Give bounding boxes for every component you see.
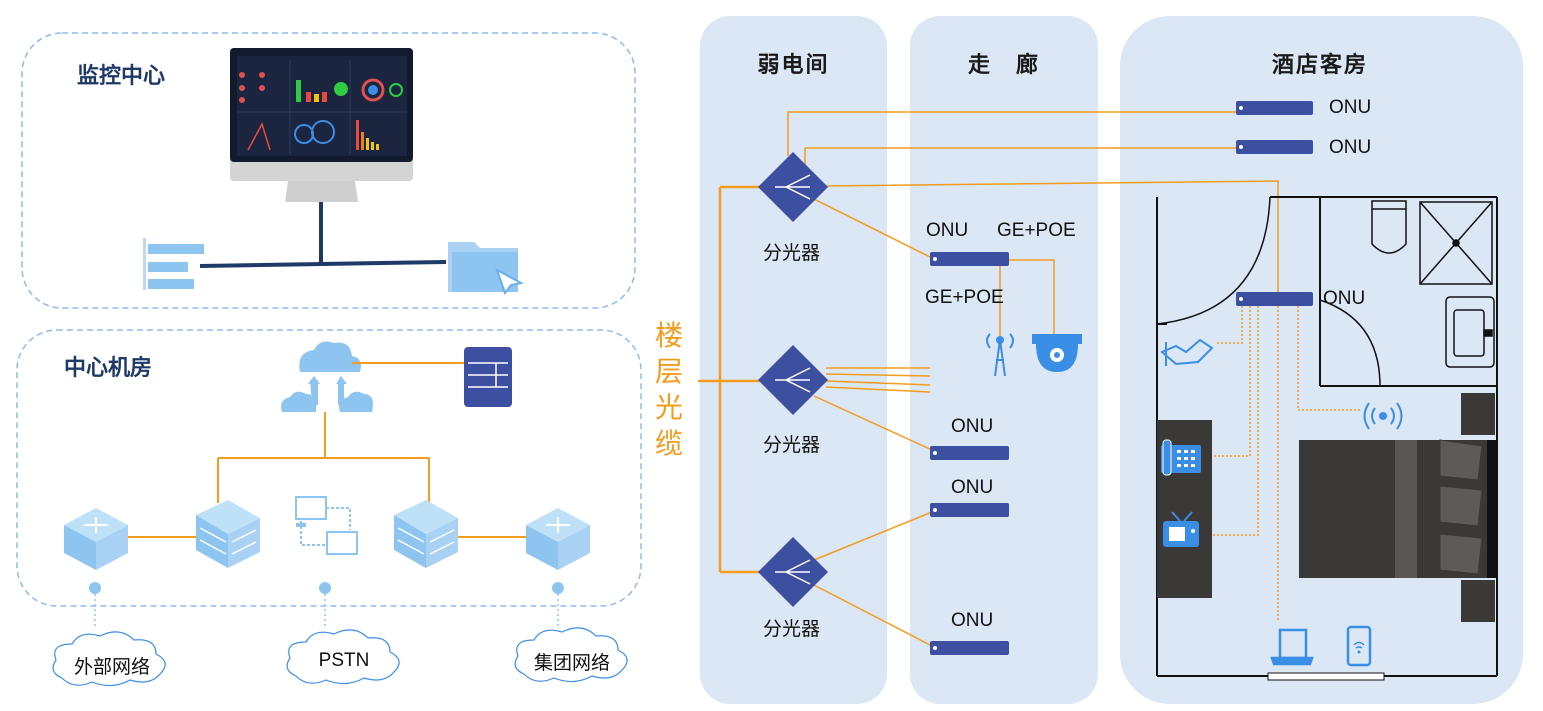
- group-network-label: 集团网络: [533, 653, 610, 674]
- monitoring-center-title: 监控中心: [77, 63, 166, 88]
- onu-label-corridor-2: ONU: [951, 416, 994, 437]
- document-list-icon: [143, 238, 204, 290]
- tv-icon: [1163, 511, 1199, 547]
- cloud-pstn: [286, 629, 400, 685]
- onu-device-corridor-1: [930, 252, 1009, 266]
- smartphone-icon: [1346, 625, 1372, 667]
- poe-label-1: GE+POE: [997, 220, 1076, 241]
- cloud-service-icon: [281, 341, 373, 412]
- network-node-icon: [295, 496, 358, 555]
- server-icon: [464, 347, 512, 407]
- switch-icon-left: [64, 508, 128, 570]
- onu-label-room-top-2: ONU: [1329, 137, 1372, 158]
- onu-device-corridor-2: [930, 446, 1009, 460]
- folder-cursor-icon: [448, 242, 524, 296]
- onu-device-room-top-2: [1236, 140, 1313, 154]
- in-room-cabling: [1212, 306, 1360, 622]
- onu-label-room-top-1: ONU: [1329, 97, 1372, 118]
- uplink-connectors: [89, 582, 564, 628]
- fiber-lines: [787, 111, 1279, 647]
- laptop-icon: [1270, 628, 1314, 666]
- monitor-icon: [230, 48, 413, 202]
- cloud-group-network: [514, 627, 628, 683]
- wifi-signal-icon: [1363, 402, 1403, 430]
- onu-device-corridor-4: [930, 641, 1009, 655]
- onu-label-in-room: ONU: [1323, 288, 1366, 309]
- cloud-external-network: [52, 631, 166, 687]
- onu-label-corridor-3: ONU: [951, 477, 994, 498]
- splitter-icon-3: [758, 537, 828, 607]
- corridor-title: 走 廊: [967, 52, 1040, 77]
- splitter-icon-2: [758, 345, 828, 415]
- sink-icon: [1445, 296, 1495, 368]
- weak-current-room-title: 弱电间: [757, 52, 830, 77]
- splitter-label-2: 分光器: [763, 435, 821, 456]
- phone-icon: [1161, 439, 1201, 476]
- onu-label-corridor-4: ONU: [951, 610, 994, 631]
- onu-device-in-room: [1236, 292, 1313, 306]
- dome-camera-icon: [1032, 334, 1082, 372]
- central-room-title: 中心机房: [64, 355, 153, 380]
- firewall-icon-right: [394, 500, 458, 568]
- toilet-icon: [1371, 200, 1407, 254]
- hotel-room-title: 酒店客房: [1271, 52, 1368, 77]
- bed: [1299, 393, 1497, 622]
- switch-icon-right: [526, 508, 590, 570]
- onu-device-corridor-3: [930, 503, 1009, 517]
- onu-label-corridor-1: ONU: [926, 220, 969, 241]
- poe-label-2: GE+POE: [925, 287, 1004, 308]
- pstn-label: PSTN: [318, 650, 370, 671]
- monitoring-center-zone: [21, 32, 636, 309]
- room-door-threshold: [1267, 672, 1385, 681]
- splitter-label-3: 分光器: [763, 619, 821, 640]
- splitter-label-1: 分光器: [763, 243, 821, 264]
- rfid-card-lock-icon: [1160, 338, 1214, 366]
- onu-device-room-top-1: [1236, 101, 1313, 115]
- firewall-icon-left: [196, 500, 260, 568]
- wireless-antenna-icon: [986, 333, 1014, 377]
- splitter-icon-1: [758, 152, 828, 222]
- floor-fiber-trunk: [698, 185, 760, 574]
- floor-fiber-label: 楼层光缆: [655, 320, 684, 459]
- monitoring-bus-line: [199, 260, 447, 268]
- external-network-label: 外部网络: [73, 657, 150, 678]
- central-room-zone: [16, 329, 642, 607]
- shower-icon: [1419, 201, 1493, 285]
